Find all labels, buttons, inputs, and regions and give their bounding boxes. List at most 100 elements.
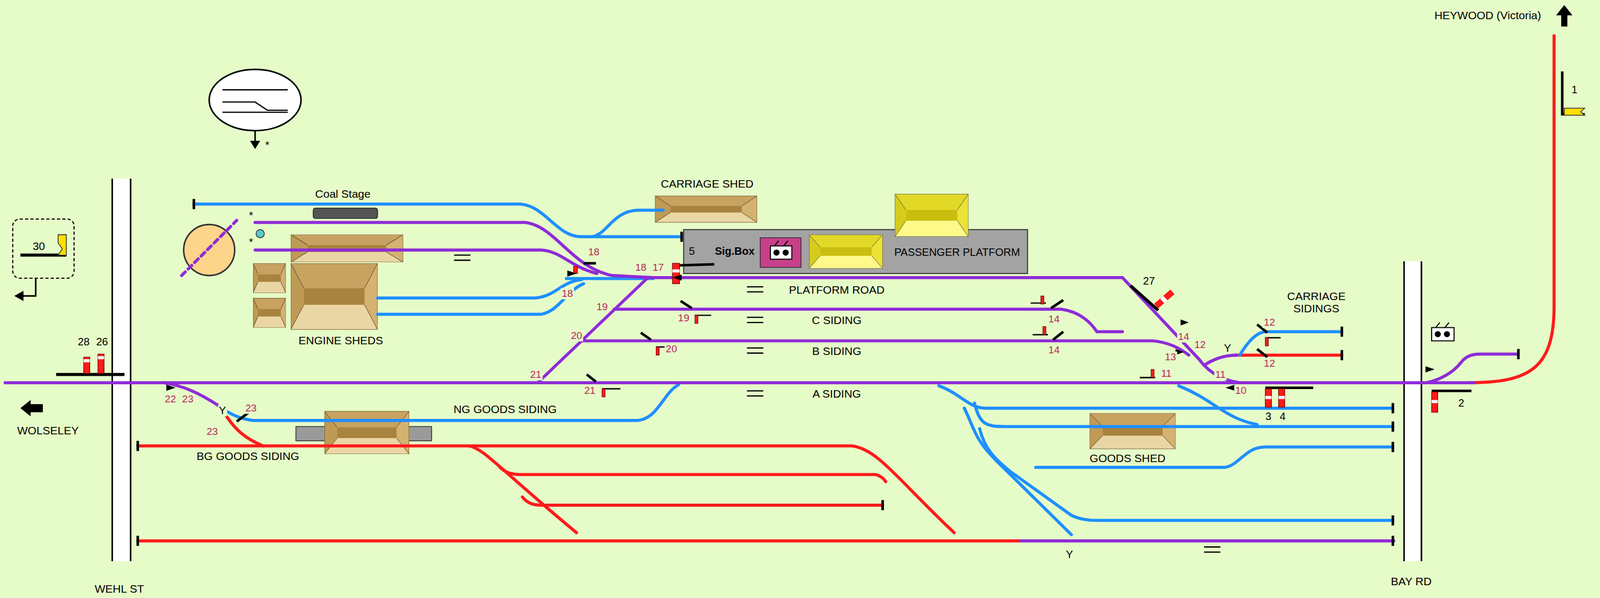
stop-block: [1391, 402, 1395, 546]
blue-track: [1035, 447, 1393, 468]
ground-signal-lamp: [573, 266, 578, 274]
signal-symbol: [1431, 391, 1438, 412]
point-number: 20: [664, 343, 679, 355]
coal-stage: Coal Stage: [306, 183, 388, 221]
signal-symbol: [679, 264, 715, 266]
place-label: C SIDING: [810, 314, 863, 327]
signal-number: 5: [687, 245, 696, 257]
direction-marker: [1425, 366, 1435, 372]
building-art: [253, 297, 286, 328]
signal-number: 28: [76, 335, 91, 348]
purple-track: [1426, 353, 1518, 383]
direction-arrow: [1556, 5, 1573, 27]
goods-shed: GOODS SHED: [1081, 408, 1184, 472]
signal-symbol: [672, 263, 680, 284]
stop-block: [193, 198, 1343, 361]
ground-signal: [640, 332, 652, 340]
purple-track: [255, 249, 598, 274]
equals-mark: [453, 255, 1221, 552]
signal-symbol: [14, 290, 24, 302]
direction-marker: [166, 270, 1435, 391]
platform-art: [773, 249, 780, 256]
platform-art: [760, 237, 802, 268]
ground-signal: [583, 262, 596, 265]
signal-inset-box: 30: [12, 218, 75, 279]
signal-symbol: [1265, 386, 1314, 389]
signal-box-symbol: [1431, 322, 1455, 341]
direction-marker: [1225, 384, 1235, 391]
equals-mark: [746, 347, 764, 354]
signal-number: 27: [1141, 274, 1156, 287]
signal-box-symbol: [1431, 327, 1455, 341]
purple-track: [255, 222, 654, 278]
ground-signal-lamp: [694, 315, 698, 324]
red-track: [137, 539, 1021, 543]
passenger-platform: Sig.Box PASSENGER PLATFORM: [683, 229, 1028, 274]
building-art: [1089, 412, 1176, 449]
road-bridge: [1403, 261, 1422, 562]
place-label: A SIDING: [811, 387, 863, 401]
point-number: 14: [1047, 344, 1061, 356]
platform-art: [683, 229, 1028, 274]
point-number: 22: [163, 393, 177, 405]
point-number: 21: [582, 385, 597, 397]
ground-signal-lamp: [1150, 369, 1155, 378]
direction-arrow: [20, 5, 1573, 417]
building-art: [183, 196, 1176, 454]
building-art: [324, 411, 410, 454]
building-art: [290, 263, 378, 330]
platform-art: [770, 245, 792, 259]
direction-marker: [567, 270, 577, 276]
point-number: 23: [244, 402, 258, 414]
signal-number: *: [264, 139, 271, 151]
blue-track: [377, 279, 582, 298]
inset-callout: [222, 89, 289, 112]
equals-mark: [746, 286, 764, 292]
signal-symbol: [98, 355, 104, 360]
red-track: [499, 467, 886, 482]
node-label: GOODS SHED: [1088, 451, 1167, 465]
red-track: [137, 35, 1555, 541]
signal-number: 4: [1278, 410, 1287, 422]
place-label: WEHL ST: [93, 582, 146, 595]
blue-track: [964, 408, 1072, 535]
signal-number: Y: [1222, 342, 1232, 354]
red-track: [1469, 35, 1555, 383]
point-number: 23: [181, 393, 195, 405]
ground-signal: [680, 301, 692, 308]
blue-track: [1178, 385, 1257, 425]
point-number: 10: [1233, 385, 1248, 397]
signal-symbol: [22, 278, 36, 297]
platform-art: [895, 193, 969, 237]
point-number: 11: [1214, 368, 1228, 380]
direction-arrow: [20, 400, 43, 417]
signal-box-symbol: [1434, 330, 1441, 337]
platform-art: [774, 240, 789, 247]
node-label: CARRIAGE SHED: [659, 177, 755, 190]
point-number: 12: [1262, 357, 1277, 369]
signal-symbol: [1278, 388, 1285, 407]
blue-track: [974, 402, 1393, 427]
road-bridge: [112, 178, 1422, 562]
node-label: PASSENGER PLATFORM: [892, 246, 1021, 258]
node-label: ENGINE SHEDS: [297, 334, 385, 347]
inset-callout: [254, 130, 256, 142]
ground-signal: [1052, 331, 1063, 340]
signal-number: 1: [1570, 83, 1579, 96]
node-label: Coal Stage: [314, 187, 372, 200]
red-track: [1234, 353, 1342, 357]
equals-mark: [746, 317, 764, 323]
node-label: Sig.Box: [713, 245, 756, 257]
signal-symbol: [1130, 285, 1159, 311]
signal-symbol: [58, 234, 67, 255]
signal-number: 26: [94, 335, 109, 348]
blue-track: [193, 204, 1393, 535]
signal-box-symbol: [1443, 330, 1450, 337]
blue-track: [938, 385, 1393, 409]
signal-symbol: [1431, 400, 1438, 404]
signal-symbol: [83, 359, 90, 363]
signal-symbol: [1564, 108, 1585, 116]
red-track: [137, 445, 955, 533]
blue-track: [219, 384, 679, 421]
